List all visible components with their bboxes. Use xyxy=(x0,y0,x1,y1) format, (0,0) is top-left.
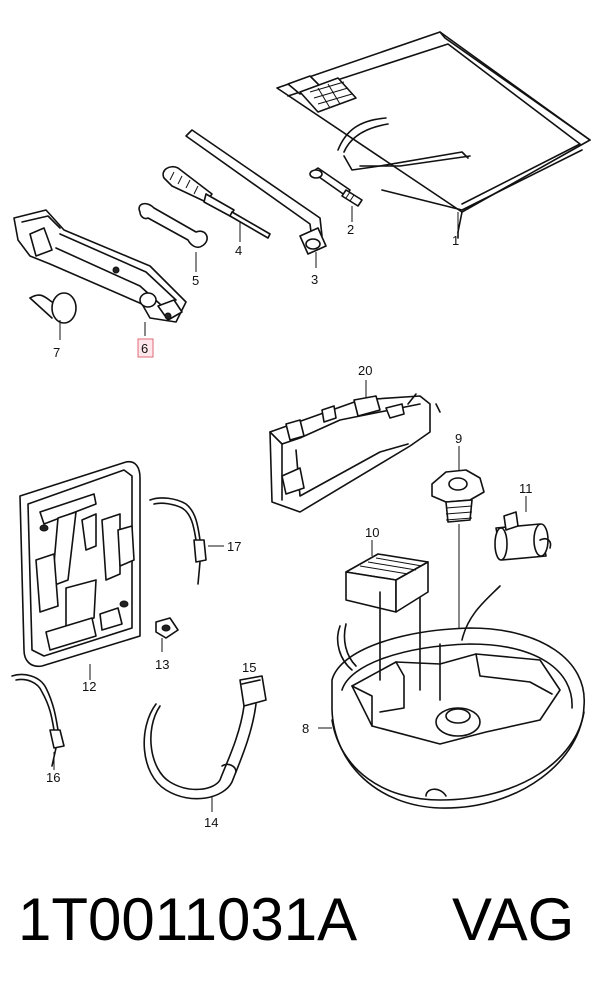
callout-8: 8 xyxy=(302,721,309,736)
callout-16: 16 xyxy=(46,770,60,785)
screwdriver-part-4 xyxy=(162,165,271,242)
callout-11: 11 xyxy=(519,481,533,496)
callout-12: 12 xyxy=(82,679,96,694)
callout-5: 5 xyxy=(192,273,199,288)
callout-4: 4 xyxy=(235,243,242,258)
tow-eye-part-2 xyxy=(309,167,363,222)
part-number: 1T0011031A xyxy=(18,886,358,953)
box-part-10 xyxy=(345,540,429,613)
compressor-can-part-11 xyxy=(494,496,552,561)
callout-labels: 1 2 3 4 5 6 7 8 9 10 11 12 13 14 15 16 1… xyxy=(46,222,533,830)
parts-diagram: 1 2 3 4 5 6 7 8 9 10 11 12 13 14 15 16 1… xyxy=(11,31,591,830)
callout-17: 17 xyxy=(227,539,241,554)
tool-tray-part-12 xyxy=(19,460,141,680)
callout-13: 13 xyxy=(155,657,169,672)
callout-1: 1 xyxy=(452,233,459,248)
callout-15: 15 xyxy=(242,660,256,675)
callout-2: 2 xyxy=(347,222,354,237)
brand-name: VAG xyxy=(452,886,575,953)
callout-7: 7 xyxy=(53,345,60,360)
tool-bag-part-1 xyxy=(276,31,591,239)
strap-part-14 xyxy=(143,675,267,812)
spanner-part-5 xyxy=(138,202,208,272)
callout-3: 3 xyxy=(311,272,318,287)
strap-hook-part-16 xyxy=(11,673,65,770)
wheel-well-tray-part-8 xyxy=(318,585,585,809)
strap-hook-part-17 xyxy=(149,497,224,585)
callout-20: 20 xyxy=(358,363,372,378)
clip-part-13 xyxy=(155,617,179,652)
foam-insert-part-20 xyxy=(269,380,441,513)
spring-clip-part-7 xyxy=(29,292,77,340)
callout-6-highlight xyxy=(137,338,154,358)
wheel-brace-part-3 xyxy=(185,129,327,268)
callout-10: 10 xyxy=(365,525,379,540)
callout-14: 14 xyxy=(204,815,218,830)
callout-9: 9 xyxy=(455,431,462,446)
jack-part-6 xyxy=(13,209,187,336)
callout-6: 6 xyxy=(141,341,148,356)
wing-nut-part-9 xyxy=(431,446,485,708)
